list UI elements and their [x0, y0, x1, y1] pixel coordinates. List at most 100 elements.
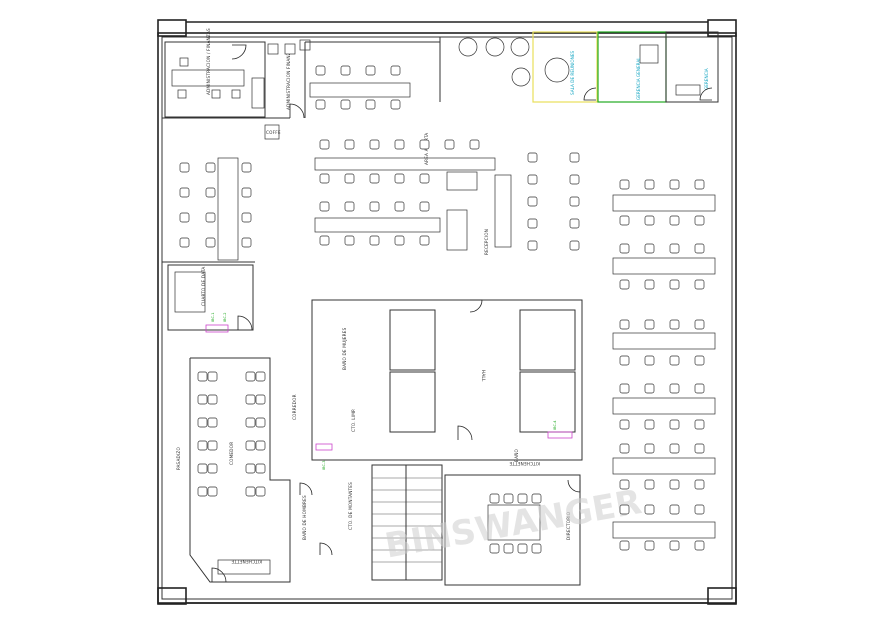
- tag-1: IBC-1: [211, 312, 215, 322]
- chair: [669, 419, 680, 430]
- chair: [394, 173, 405, 184]
- chair: [319, 201, 330, 212]
- tag-4: IBC-4: [553, 420, 557, 430]
- chair: [369, 139, 380, 150]
- chair: [340, 99, 351, 110]
- door: [699, 87, 713, 101]
- chair: [527, 240, 538, 251]
- chair: [197, 440, 208, 451]
- board-room-label: DIRECTORIO: [566, 511, 571, 540]
- chair: [197, 463, 208, 474]
- chair: [245, 463, 256, 474]
- chair: [569, 240, 580, 251]
- chair: [179, 187, 190, 198]
- chair: [365, 99, 376, 110]
- chair: [205, 212, 216, 223]
- chair: [207, 463, 218, 474]
- chair: [245, 440, 256, 451]
- chair: [527, 152, 538, 163]
- door: [237, 315, 253, 331]
- chair: [197, 486, 208, 497]
- chair: [644, 443, 655, 454]
- admin-sub-label: ADMINISTRACION FINANZAS: [286, 46, 291, 110]
- chair: [205, 187, 216, 198]
- chair: [255, 486, 266, 497]
- chair: [619, 243, 630, 254]
- chair: [255, 394, 266, 405]
- chair: [207, 371, 218, 382]
- chair: [619, 319, 630, 330]
- chair: [694, 419, 705, 430]
- chair: [489, 493, 500, 504]
- chair: [245, 486, 256, 497]
- chair: [319, 235, 330, 246]
- chair: [394, 139, 405, 150]
- gerencia-label: GERENCIA: [704, 68, 709, 90]
- meeting-rooms: SALA DE REUNIONES GERENCIA GENERAL GEREN…: [439, 31, 719, 103]
- chair: [241, 212, 252, 223]
- chair: [503, 493, 514, 504]
- chair: [619, 479, 630, 490]
- chair: [569, 218, 580, 229]
- tag-3: IBC-3: [322, 460, 326, 470]
- chair: [419, 201, 430, 212]
- door: [469, 299, 483, 313]
- chair: [344, 173, 355, 184]
- data-room-label: CUARTO DE DATA: [201, 267, 206, 306]
- chair: [469, 139, 480, 150]
- chair: [619, 355, 630, 366]
- chair: [344, 139, 355, 150]
- equipment-tags: IBC-1 IBC-2 IBC-3 IBC-4: [205, 312, 573, 470]
- door: [567, 479, 581, 493]
- chair: [644, 279, 655, 290]
- chair: [255, 417, 266, 428]
- chair: [669, 243, 680, 254]
- chair: [694, 243, 705, 254]
- chair: [369, 235, 380, 246]
- chair: [394, 201, 405, 212]
- chair: [241, 237, 252, 248]
- data-room: CUARTO DE DATA: [167, 264, 254, 331]
- open-area: AREA ABIERTA: [304, 41, 496, 233]
- restroom-label: BAÑO: [514, 449, 519, 462]
- chair: [419, 139, 430, 150]
- chair: [319, 139, 330, 150]
- door: [211, 567, 227, 583]
- chair: [365, 65, 376, 76]
- chair: [694, 383, 705, 394]
- chair: [489, 543, 500, 554]
- chair: [179, 237, 190, 248]
- coffe-label: COFFE: [266, 130, 281, 135]
- door: [457, 425, 473, 441]
- chair: [179, 162, 190, 173]
- chair: [644, 319, 655, 330]
- chair: [644, 179, 655, 190]
- chair: [255, 440, 266, 451]
- chair: [205, 237, 216, 248]
- chair: [205, 162, 216, 173]
- chair: [245, 371, 256, 382]
- right-workstations: [612, 194, 716, 539]
- chair: [694, 319, 705, 330]
- chair: [669, 479, 680, 490]
- chair: [207, 486, 218, 497]
- chairs: [179, 44, 713, 583]
- chair: [619, 504, 630, 515]
- tag-2: IBC-2: [223, 312, 227, 322]
- chair: [619, 383, 630, 394]
- chair: [390, 99, 401, 110]
- chair: [179, 212, 190, 223]
- dining-label: COMEDOR: [229, 442, 234, 465]
- chair: [619, 215, 630, 226]
- chair: [340, 65, 351, 76]
- chair: [669, 355, 680, 366]
- chair: [255, 463, 266, 474]
- chair: [644, 355, 655, 366]
- outer-walls: [157, 19, 737, 605]
- chair: [369, 173, 380, 184]
- chair: [619, 279, 630, 290]
- door: [231, 44, 247, 60]
- chair: [207, 417, 218, 428]
- chair: [669, 443, 680, 454]
